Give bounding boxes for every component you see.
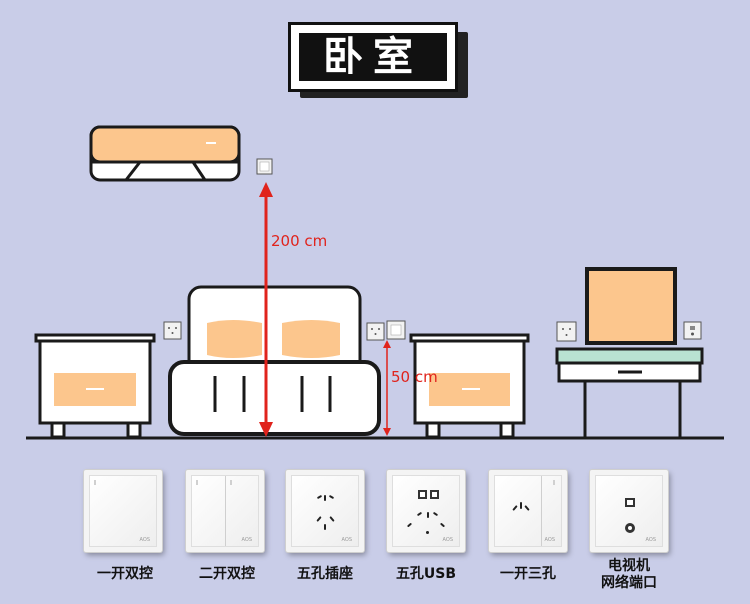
socket-hole xyxy=(520,502,522,509)
caption-two-gang-two-way: 二开双控 xyxy=(199,566,255,582)
panel-face: AOS xyxy=(595,475,663,547)
tv-port-icon xyxy=(625,523,635,533)
panel-five-hole-socket: AOS xyxy=(286,470,364,552)
air-conditioner xyxy=(89,125,241,182)
socket-hole xyxy=(427,512,429,518)
indicator-dot xyxy=(553,480,555,485)
panel-five-hole-usb: AOS xyxy=(387,470,465,552)
measurement-200cm-arrow xyxy=(259,182,273,437)
panel-brand: AOS xyxy=(645,537,656,543)
measurement-50cm-arrow xyxy=(383,340,391,436)
measurement-200cm-label: 200 cm xyxy=(271,232,328,250)
panel-brand: AOS xyxy=(341,537,352,543)
panel-one-gang-three-hole: AOS xyxy=(489,470,567,552)
socket-hole xyxy=(328,494,335,500)
caption-line-2: 网络端口 xyxy=(601,575,657,591)
caption-tv-network-port: 电视机 网络端口 xyxy=(574,558,684,592)
title-background: 卧室 xyxy=(299,33,447,81)
socket-hole xyxy=(524,505,530,511)
panel-face: AOS xyxy=(494,475,562,547)
socket-hole xyxy=(324,495,326,501)
right-nightstand xyxy=(409,333,530,439)
indicator-dot xyxy=(196,480,198,485)
usb-port-icon xyxy=(418,490,427,499)
indicator-dot xyxy=(94,480,96,485)
panel-brand: AOS xyxy=(544,537,555,543)
socket-hole xyxy=(439,522,446,528)
bed xyxy=(168,285,381,436)
socket-hole xyxy=(324,524,326,530)
panel-one-gang-two-way: AOS xyxy=(84,470,162,552)
caption-five-hole-socket: 五孔插座 xyxy=(297,566,353,582)
panel-face: AOS xyxy=(392,475,460,547)
wall-outlets xyxy=(163,158,702,342)
tv-desk xyxy=(555,267,704,437)
panel-brand: AOS xyxy=(139,537,150,543)
rocker-divider xyxy=(541,476,542,546)
network-port-icon xyxy=(625,498,635,507)
socket-hole xyxy=(316,516,322,522)
usb-port-icon xyxy=(430,490,439,499)
left-nightstand xyxy=(34,333,156,439)
caption-one-gang-two-way: 一开双控 xyxy=(97,566,153,582)
caption-line-1: 电视机 xyxy=(608,558,650,574)
title-plate: 卧室 xyxy=(288,22,458,92)
socket-hole xyxy=(512,505,518,511)
panel-face: AOS xyxy=(89,475,157,547)
rocker-divider xyxy=(225,476,226,546)
panel-face: AOS xyxy=(191,475,259,547)
panel-tv-network-port: AOS xyxy=(590,470,668,552)
socket-hole xyxy=(426,531,429,534)
socket-hole xyxy=(432,511,439,517)
page-title: 卧室 xyxy=(323,34,423,80)
socket-hole xyxy=(416,511,423,517)
socket-hole xyxy=(406,522,413,528)
panel-face: AOS xyxy=(291,475,359,547)
caption-five-hole-usb: 五孔USB xyxy=(395,566,457,582)
socket-hole xyxy=(329,516,335,522)
socket-hole xyxy=(316,494,323,500)
indicator-dot xyxy=(230,480,232,485)
caption-one-gang-three-hole: 一开三孔 xyxy=(500,566,556,582)
measurement-50cm-label: 50 cm xyxy=(391,368,438,386)
panel-brand: AOS xyxy=(442,537,453,543)
panel-brand: AOS xyxy=(241,537,252,543)
panel-two-gang-two-way: AOS xyxy=(186,470,264,552)
